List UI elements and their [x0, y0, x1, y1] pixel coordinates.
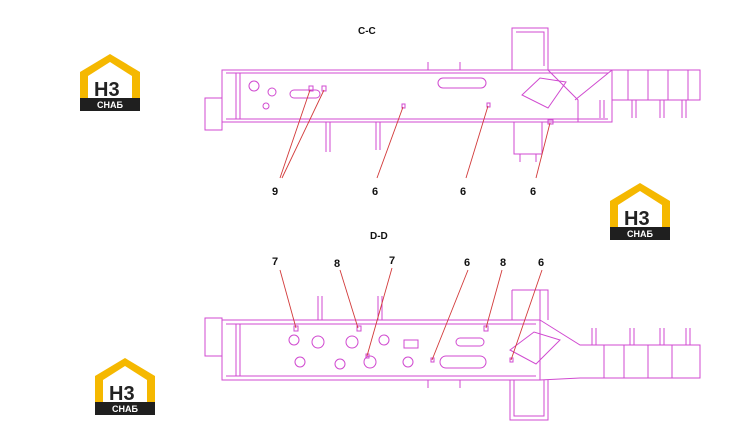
callout-cc-3: 6: [460, 186, 466, 198]
logo-word: СНАБ: [97, 100, 123, 110]
callout-dd-3: 7: [389, 255, 395, 267]
callout-cc-1: 9: [272, 186, 278, 198]
brand-logo-watermark: H3 СНАБ: [95, 358, 155, 415]
callout-dd-1: 7: [272, 256, 278, 268]
brand-logo-watermark: H3 СНАБ: [610, 183, 670, 240]
logo-word: СНАБ: [112, 404, 138, 414]
frame-section-cc: [204, 27, 701, 162]
leaders-cc: [279, 89, 551, 179]
callout-cc-2: 6: [372, 186, 378, 198]
logo-mark: H3: [109, 383, 135, 405]
callout-dd-2: 8: [334, 258, 340, 270]
logo-mark: H3: [624, 208, 650, 230]
logo-mark: H3: [94, 79, 120, 101]
section-title-dd: D-D: [370, 231, 388, 242]
callout-cc-4: 6: [530, 186, 536, 198]
callout-dd-5: 8: [500, 257, 506, 269]
leaders-dd: [279, 267, 543, 361]
callout-dd-6: 6: [538, 257, 544, 269]
frame-section-dd: [204, 289, 701, 421]
callout-dd-4: 6: [464, 257, 470, 269]
brand-logo-watermark: H3 СНАБ: [80, 54, 140, 111]
logo-word: СНАБ: [627, 229, 653, 239]
section-title-cc: C-C: [358, 26, 376, 37]
